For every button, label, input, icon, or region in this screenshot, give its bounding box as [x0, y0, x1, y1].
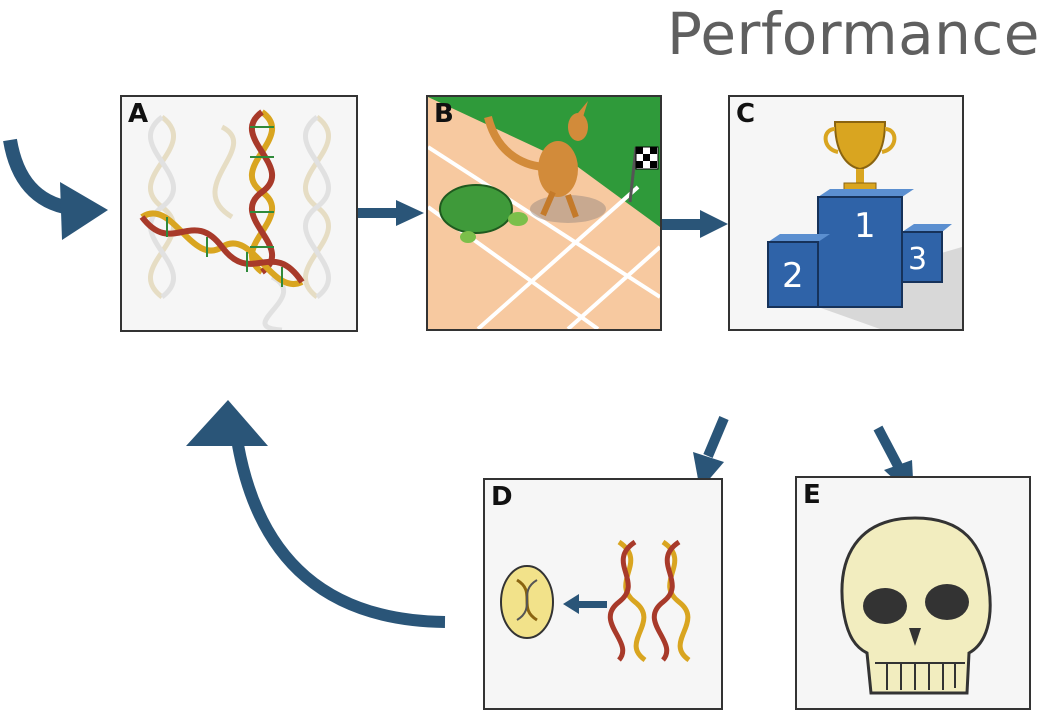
- egg-icon: [500, 565, 554, 639]
- panel-b-race: B: [426, 95, 662, 331]
- entry-arrow: [3, 138, 108, 240]
- page-title: Performance: [666, 0, 1040, 68]
- panel-c-podium: 1 2 3 C: [728, 95, 964, 331]
- kangaroo-icon: [484, 101, 606, 223]
- podium-first-label: 1: [854, 206, 876, 246]
- panel-e-death: E: [795, 476, 1031, 710]
- panel-b-label: B: [434, 99, 454, 129]
- panel-d-label: D: [491, 482, 513, 512]
- arrow-a-to-b: [344, 200, 424, 226]
- small-arrow: [563, 594, 607, 614]
- turtle-icon: [439, 184, 528, 243]
- checkered-flag-icon: [628, 146, 659, 203]
- podium-second-label: 2: [782, 256, 804, 296]
- panel-a-dna: A: [120, 95, 358, 332]
- return-arrow: [186, 400, 446, 628]
- podium-image: 1 2 3: [767, 121, 962, 329]
- panel-a-label: A: [128, 99, 149, 129]
- podium-third-label: 3: [908, 242, 927, 277]
- panel-c-label: C: [736, 99, 756, 129]
- podium-blocks: [767, 189, 952, 308]
- arrow-b-to-c: [652, 210, 728, 238]
- dna-helices-image: [139, 109, 332, 330]
- panel-e-label: E: [803, 480, 821, 510]
- skull-image: [840, 516, 992, 695]
- dna-pair-icon: [607, 539, 691, 663]
- egg-and-dna-image: [500, 539, 691, 663]
- panel-d-reproduction: D: [483, 478, 723, 710]
- skull-icon: [840, 516, 992, 695]
- trophy-icon: [823, 121, 897, 194]
- race-scene-image: [428, 97, 660, 329]
